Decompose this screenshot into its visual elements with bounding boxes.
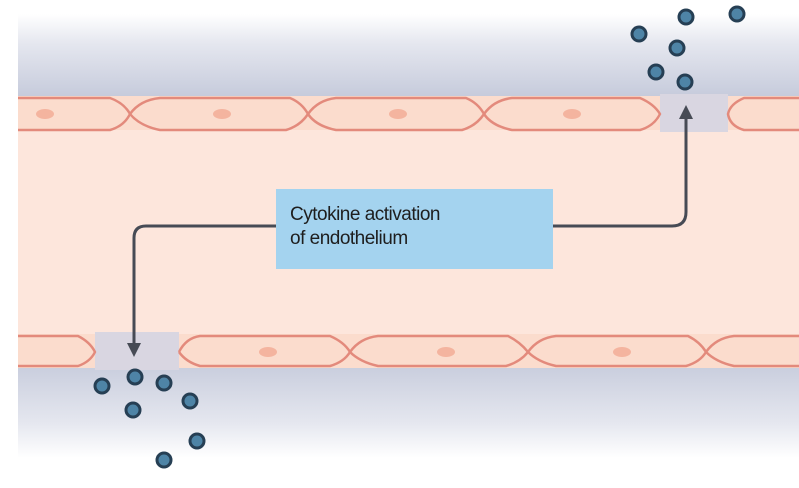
molecule-icon — [670, 41, 684, 55]
molecule-icon — [190, 434, 204, 448]
callout-line-2: of endothelium — [290, 227, 543, 251]
cell-nucleus — [563, 109, 581, 119]
cell-nucleus — [389, 109, 407, 119]
molecule-icon — [95, 379, 109, 393]
molecule-icon — [126, 403, 140, 417]
molecule-icon — [128, 370, 142, 384]
molecule-icon — [678, 75, 692, 89]
cytokine-activation-label: Cytokine activation of endothelium — [276, 189, 553, 269]
molecule-icon — [157, 376, 171, 390]
molecule-icon — [157, 453, 171, 467]
molecule-icon — [730, 7, 744, 21]
cell-nucleus — [213, 109, 231, 119]
molecule-icon — [632, 27, 646, 41]
cell-nucleus — [36, 109, 54, 119]
molecule-icon — [183, 394, 197, 408]
callout-line-1: Cytokine activation — [290, 203, 543, 227]
molecule-icon — [679, 10, 693, 24]
upper-endothelial-gap — [660, 94, 728, 132]
molecule-icon — [649, 65, 663, 79]
cell-nucleus — [259, 347, 277, 357]
cell-nucleus — [613, 347, 631, 357]
cell-nucleus — [437, 347, 455, 357]
